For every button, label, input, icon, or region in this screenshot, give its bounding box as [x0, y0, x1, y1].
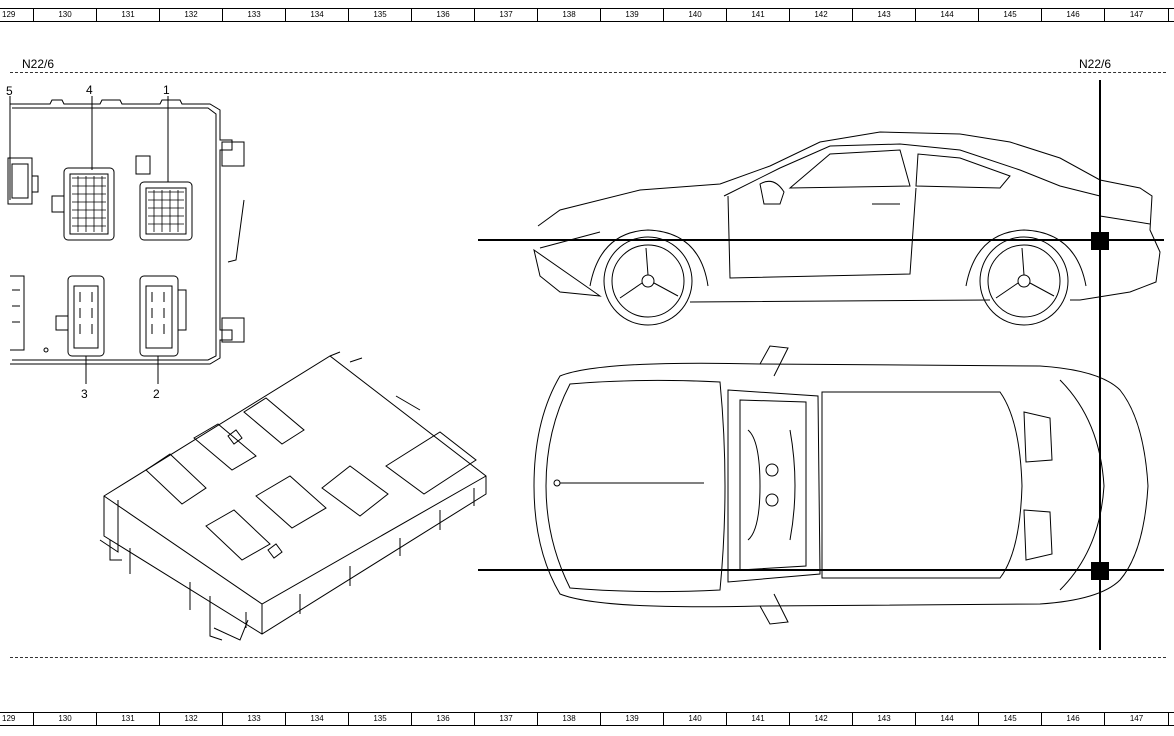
connector-label-5: 5 [6, 84, 13, 98]
ruler-cell: 134 [286, 713, 349, 725]
ruler-cell: 136 [412, 713, 475, 725]
connector-4 [51, 167, 115, 241]
ruler-cell: 135 [349, 713, 412, 725]
ruler-cell: 132 [160, 713, 223, 725]
ruler-cell: 131 [97, 713, 160, 725]
ruler-cell: 135 [349, 9, 412, 21]
car-top-view [533, 345, 1149, 625]
ruler-cell: 142 [790, 713, 853, 725]
location-marker-side [1091, 232, 1109, 250]
ruler-cell: 143 [853, 9, 916, 21]
connector-label-4: 4 [86, 83, 93, 97]
section-divider-top [10, 72, 1166, 73]
ruler-cell: 131 [97, 9, 160, 21]
ruler-cell: 132 [160, 9, 223, 21]
ruler-cell: 147 [1105, 713, 1169, 725]
ruler-cell: 138 [538, 713, 601, 725]
ruler-cell: 145 [979, 713, 1042, 725]
ruler-cell: 147 [1105, 9, 1169, 21]
connector-1 [135, 155, 193, 241]
ruler-cell: 137 [475, 713, 538, 725]
connector-label-2: 2 [153, 387, 160, 401]
ruler-cell: 141 [727, 9, 790, 21]
ruler-cell: 134 [286, 9, 349, 21]
ruler-cell: 146 [1042, 713, 1105, 725]
ruler-cell: 130 [34, 713, 97, 725]
connector-5 [7, 157, 39, 205]
ruler-cell: 145 [979, 9, 1042, 21]
ruler-cell: 129 [0, 9, 34, 21]
connector-label-3: 3 [81, 387, 88, 401]
ruler-cell: 142 [790, 9, 853, 21]
ruler-cell: 129 [0, 713, 34, 725]
location-marker-top [1091, 562, 1109, 580]
ruler-cell: 140 [664, 713, 727, 725]
ruler-cell: 144 [916, 9, 979, 21]
connector-partial-left [10, 275, 49, 353]
section-divider-bottom [10, 657, 1166, 658]
connector-label-1: 1 [163, 83, 170, 97]
car-side-view [533, 131, 1161, 326]
ruler-cell: 146 [1042, 9, 1105, 21]
component-label-right: N22/6 [1079, 57, 1112, 71]
ruler-cell: 138 [538, 9, 601, 21]
ruler-cell: 136 [412, 9, 475, 21]
ruler-cell: 140 [664, 9, 727, 21]
ruler-cell: 143 [853, 713, 916, 725]
control-unit-isometric [99, 351, 487, 641]
connector-3 [55, 275, 105, 357]
location-lines [478, 80, 1164, 650]
control-unit-top-view [9, 96, 245, 384]
ruler-cell: 133 [223, 713, 286, 725]
ruler-cell: 133 [223, 9, 286, 21]
ruler-cell: 137 [475, 9, 538, 21]
ruler-cell: 144 [916, 713, 979, 725]
connector-2 [139, 275, 187, 357]
component-label-left: N22/6 [22, 57, 55, 71]
ruler-cell: 139 [601, 713, 664, 725]
ruler-cell: 130 [34, 9, 97, 21]
ruler-cell: 139 [601, 9, 664, 21]
ruler-cell: 141 [727, 713, 790, 725]
